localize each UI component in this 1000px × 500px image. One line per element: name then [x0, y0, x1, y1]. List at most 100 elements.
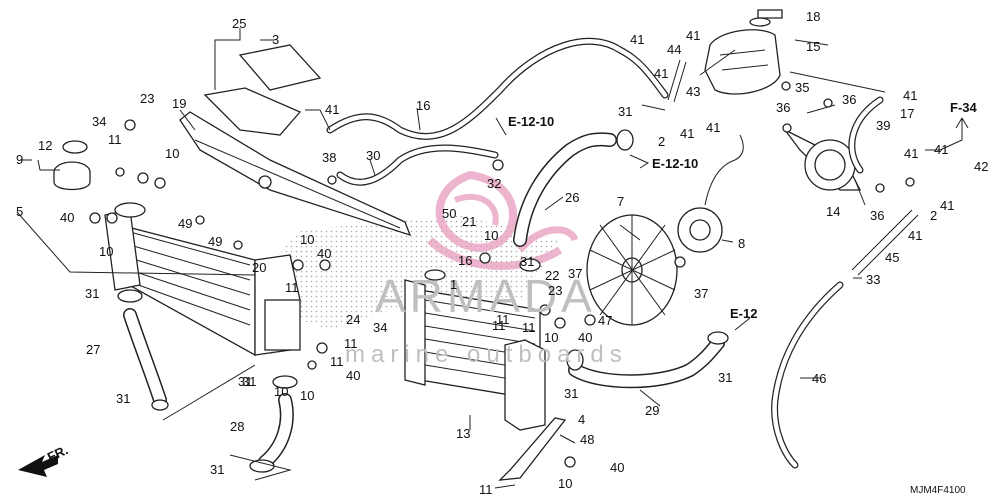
callout: 2	[930, 208, 937, 223]
leader-lines	[16, 28, 942, 489]
callout: 41	[908, 228, 922, 243]
callout: 37	[568, 266, 582, 281]
hose-44	[667, 59, 687, 103]
hose-17	[848, 96, 884, 174]
callout: 30	[366, 148, 380, 163]
callout: 49	[208, 234, 222, 249]
callout: 21	[462, 214, 476, 229]
shading-band	[240, 215, 560, 330]
callout: 36	[842, 92, 856, 107]
callout: 10	[544, 330, 558, 345]
o-ring	[62, 140, 88, 154]
ref-label: E-12-10	[652, 156, 698, 171]
callout: 11	[344, 336, 358, 351]
hose-clamps	[117, 129, 729, 473]
hose-45	[851, 209, 919, 276]
cooling-fan	[586, 214, 678, 326]
callout: 33	[866, 272, 880, 287]
callout: 19	[172, 96, 186, 111]
hose-siphon	[336, 144, 499, 186]
callout: 31	[85, 286, 99, 301]
callout: 31	[210, 462, 224, 477]
callout: 39	[876, 118, 890, 133]
callout: 44	[667, 42, 681, 57]
callout: 17	[900, 106, 914, 121]
fan-motor	[677, 134, 744, 253]
callout: 10	[558, 476, 572, 491]
callout-numbers: 25 3 19 23 34 12 11 9 10 5 40 10 31 27 3…	[16, 9, 988, 497]
hose-long	[326, 37, 669, 140]
callout: 11	[108, 132, 122, 147]
callout: 34	[373, 320, 387, 335]
callout: 41	[903, 88, 917, 103]
callout: 41	[630, 32, 644, 47]
callout: 36	[870, 208, 884, 223]
air-guide	[203, 44, 322, 136]
radiator-cap	[53, 161, 91, 191]
callout: 22	[545, 268, 559, 283]
callout: 14	[826, 204, 840, 219]
callout: 11	[522, 320, 536, 335]
callout: 11	[496, 312, 510, 327]
callout: 28	[230, 419, 244, 434]
hose-46	[771, 281, 844, 469]
callout: 41	[940, 198, 954, 213]
callout: 20	[252, 260, 266, 275]
diagram-code: MJM4F4100	[910, 485, 966, 496]
callout: 40	[578, 330, 592, 345]
hose-28	[258, 393, 294, 469]
callout: 41	[325, 102, 339, 117]
callout: 49	[178, 216, 192, 231]
callout: 31	[116, 391, 130, 406]
callout: 41	[904, 146, 918, 161]
callout: 10	[300, 388, 314, 403]
callout: 11	[285, 280, 299, 295]
fasteners	[89, 81, 915, 468]
callout: 31	[520, 254, 534, 269]
callout: 15	[806, 39, 820, 54]
callout: 40	[60, 210, 74, 225]
tank-overflow-line	[789, 71, 886, 93]
e12-arrow-icon	[734, 317, 751, 331]
callout: 10	[300, 232, 314, 247]
tank-cap	[757, 9, 783, 19]
callout: 5	[16, 204, 23, 219]
callout: 1	[450, 277, 457, 292]
hose-27	[123, 308, 167, 407]
callout: 3	[272, 32, 279, 47]
callout: 16	[416, 98, 430, 113]
tank-hose	[699, 49, 736, 76]
e1210-arrow-icon	[495, 117, 507, 136]
front-arrow-icon	[18, 455, 58, 477]
callout: 31	[238, 374, 252, 389]
callout: 40	[346, 368, 360, 383]
callout: 23	[548, 283, 562, 298]
callout: 29	[645, 403, 659, 418]
radiator-left	[404, 269, 546, 431]
callout: 2	[658, 134, 665, 149]
callout: 25	[232, 16, 246, 31]
watermark-brand: ARMADA	[375, 270, 596, 322]
fan-shroud	[179, 111, 412, 237]
callout: 18	[806, 9, 820, 24]
callout: 35	[795, 80, 809, 95]
callout: 40	[317, 246, 331, 261]
callout: 10	[165, 146, 179, 161]
callout: 31	[564, 386, 578, 401]
callout: 27	[86, 342, 100, 357]
callout: 45	[885, 250, 899, 265]
callout: 42	[974, 159, 988, 174]
callout: 23	[140, 91, 154, 106]
callout: 8	[738, 236, 745, 251]
reference-labels: E-12-10 E-12-10 E-12 F-34	[508, 100, 978, 321]
callout: 7	[617, 194, 624, 209]
front-label: FR.	[45, 442, 70, 464]
reserve-tank	[704, 29, 781, 95]
callout: 34	[92, 114, 106, 129]
hose-upper	[513, 132, 617, 247]
callout: 46	[812, 371, 826, 386]
callout: 10	[484, 228, 498, 243]
callout: 41	[680, 126, 694, 141]
